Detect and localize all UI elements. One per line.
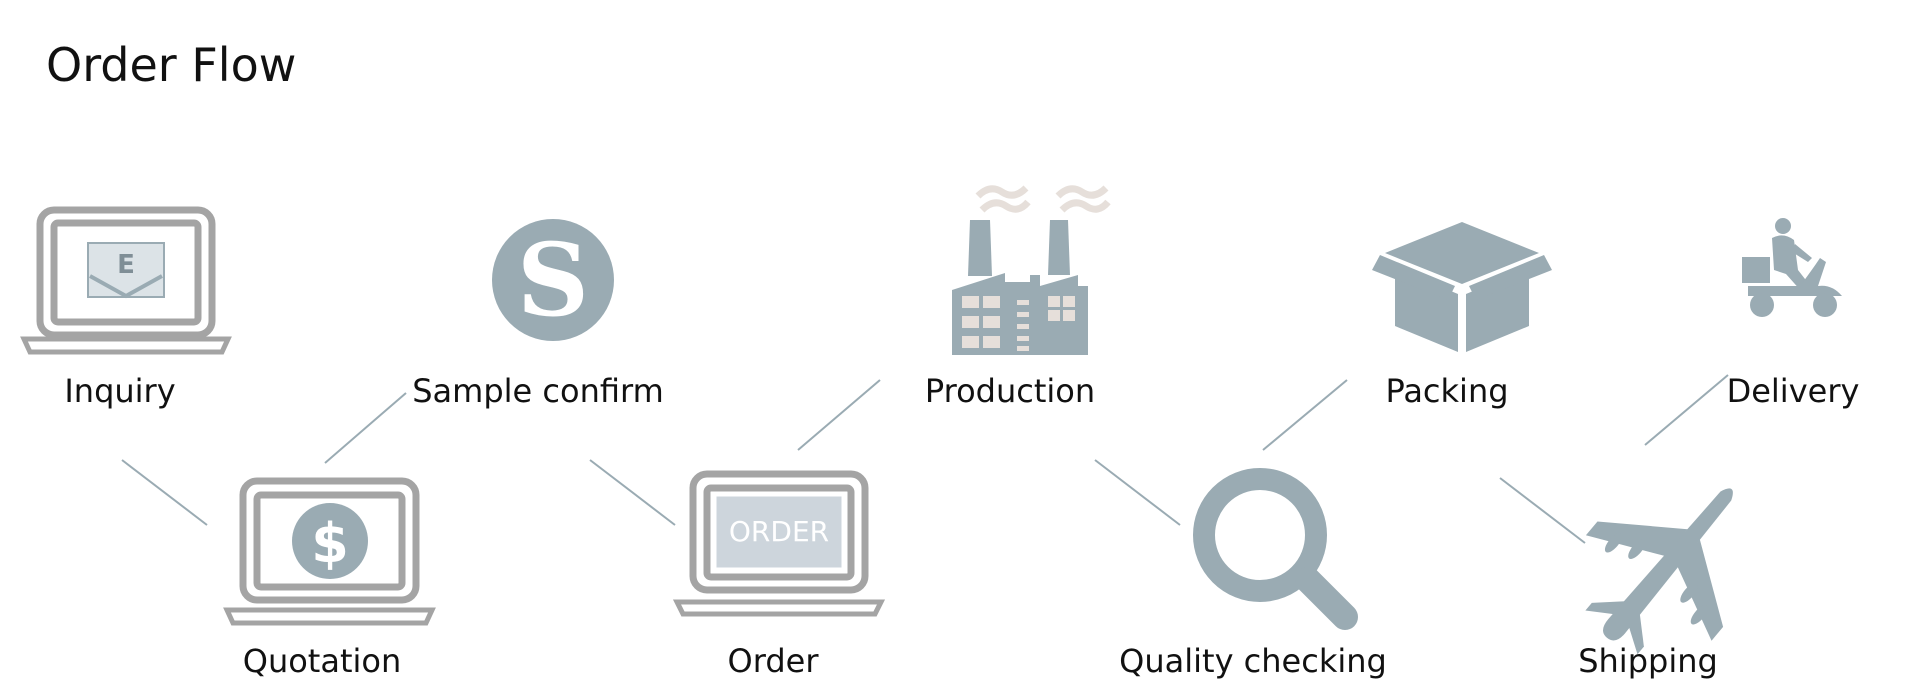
page-title: Order Flow [46,38,297,92]
envelope-letter: E [117,250,135,280]
connector-quotation-sample [324,392,407,464]
dollar-sign: $ [311,512,349,575]
dollar-laptop-icon: $ [223,477,436,626]
order-laptop-icon: ORDER [672,470,886,617]
email-laptop-icon: E [20,206,232,355]
step-label-packing: Packing [1385,372,1508,410]
connector-production-quality [1094,459,1181,526]
step-label-production: Production [925,372,1095,410]
connector-sample-order [589,459,676,526]
connector-quality-packing [1262,379,1348,451]
step-label-delivery: Delivery [1727,372,1860,410]
step-label-quality-checking: Quality checking [1119,642,1387,680]
connector-packing-shipping [1499,477,1586,544]
connector-shipping-delivery [1644,374,1729,446]
box-icon [1372,222,1552,352]
connector-order-production [797,379,881,451]
scooter-courier-icon [1742,218,1842,317]
order-screen-text: ORDER [729,515,829,548]
step-labels: Inquiry Quotation Sample confirm Order P… [64,372,1859,680]
sample-letter: S [517,221,589,339]
step-label-inquiry: Inquiry [64,372,175,410]
step-label-quotation: Quotation [243,642,402,680]
step-label-shipping: Shipping [1578,642,1718,680]
connector-inquiry-quotation [121,459,208,526]
factory-icon [952,185,1111,355]
magnifier-icon [1193,468,1358,630]
step-label-sample-confirm: Sample confirm [412,372,664,410]
airplane-icon [1585,488,1733,655]
step-label-order: Order [728,642,820,680]
sample-s-icon: S [492,219,614,341]
connectors [121,374,1729,544]
